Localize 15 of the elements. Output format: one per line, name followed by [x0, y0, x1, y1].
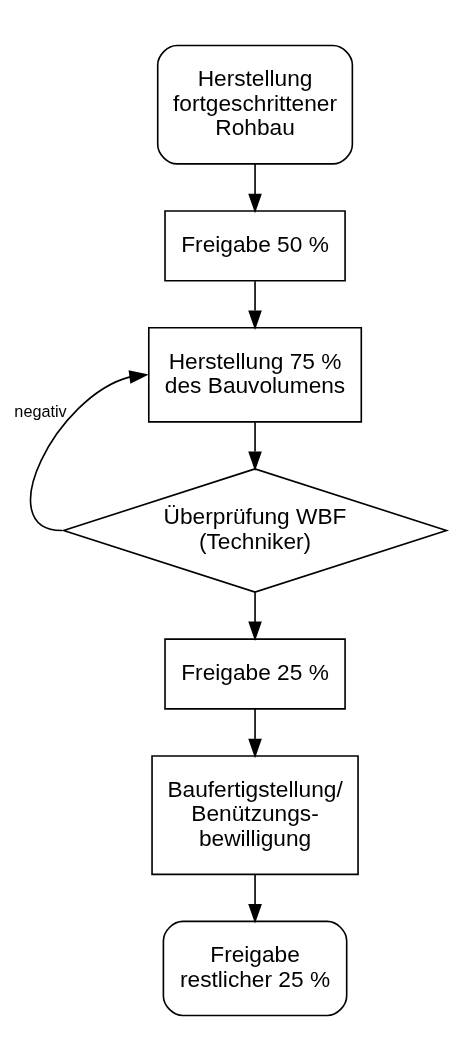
arrow [248, 707, 262, 758]
arrow [248, 873, 262, 924]
arrow [248, 420, 262, 471]
edge-label: negativ [14, 401, 67, 420]
node-diamond: Überprüfung WBF (Techniker) [61, 467, 450, 593]
node-box: Herstellung 75 % des Bauvolumens [148, 326, 363, 423]
node-box: Baufertigstellung/ Benützungs- bewilligung [151, 754, 359, 875]
node-box: Freigabe restlicher 25 % [162, 920, 348, 1016]
arrow [30, 369, 149, 531]
arrow [248, 279, 262, 330]
node-box: Freigabe 25 % [164, 637, 346, 710]
arrow [248, 591, 262, 641]
node-box: Herstellung fortgeschrittener Rohbau [156, 44, 354, 165]
node-box: Freigabe 50 % [164, 209, 346, 281]
arrow [248, 162, 262, 213]
